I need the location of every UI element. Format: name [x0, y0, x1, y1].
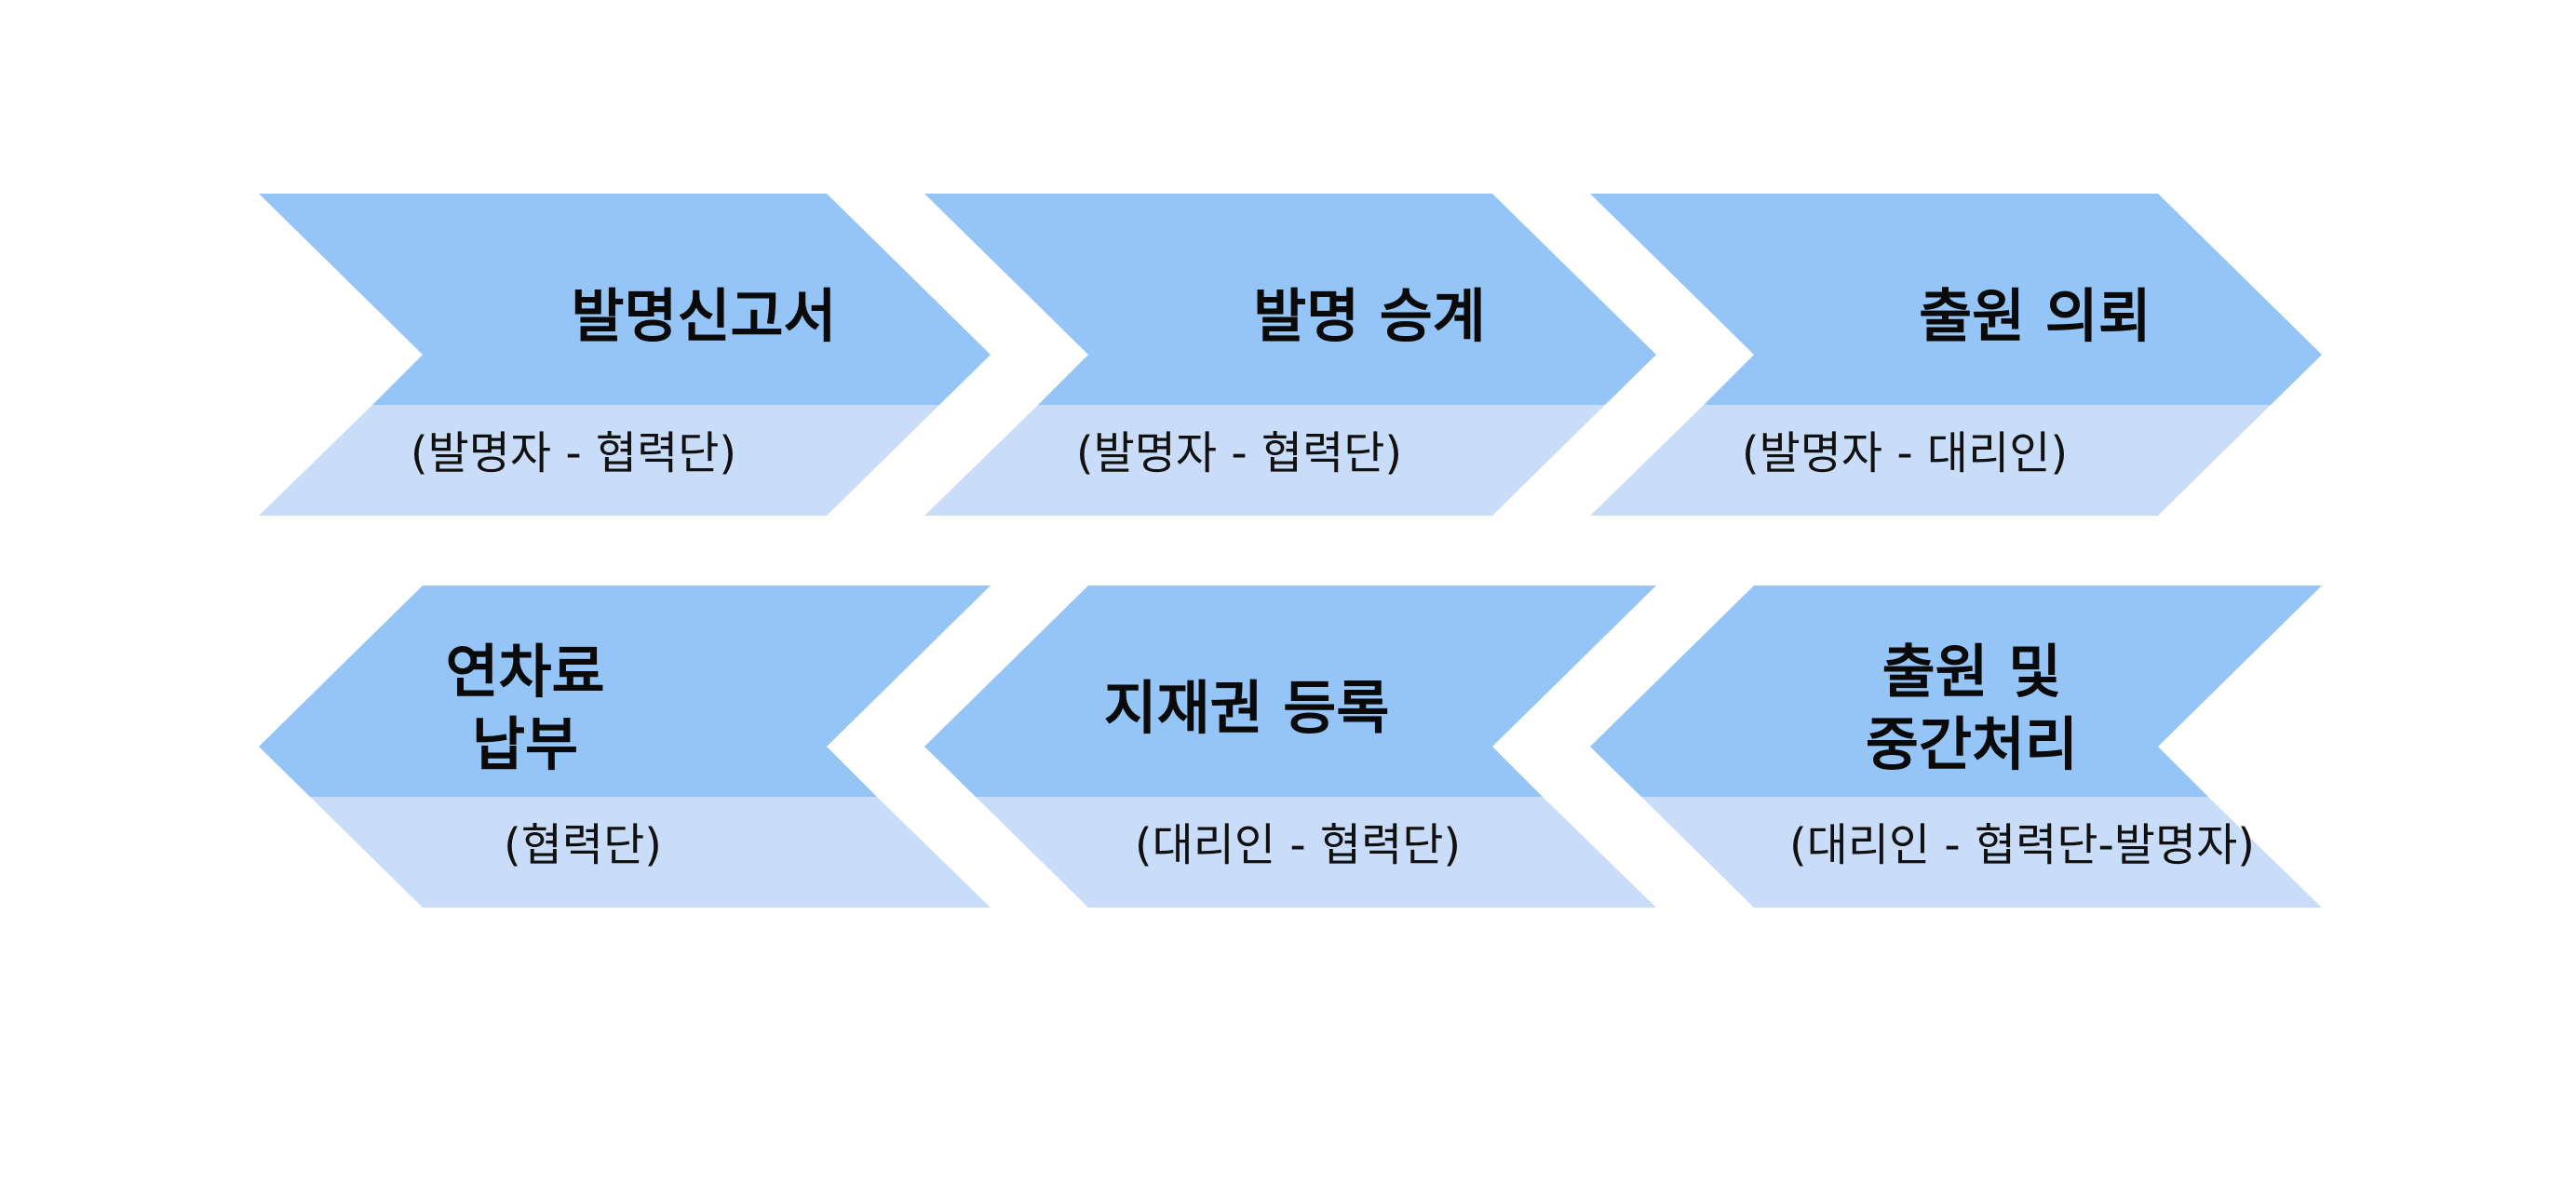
chevron-left-shape	[259, 586, 991, 908]
process-step-2: 발명 승계 (발명자 - 협력단)	[924, 194, 1660, 516]
step-subtitle: (대리인 - 협력단)	[1134, 819, 1462, 871]
step-subtitle: (협력단)	[504, 819, 662, 871]
step-subtitle: (발명자 - 협력단)	[1075, 427, 1403, 479]
chevron-right-shape	[924, 194, 1656, 516]
chevron-left-shape	[924, 586, 1656, 908]
process-step-1: 발명신고서 (발명자 - 협력단)	[259, 194, 994, 516]
process-step-4: 출원 및 중간처리 (대리인 - 협력단-발명자)	[1590, 586, 2326, 908]
step-subtitle: (대리인 - 협력단-발명자)	[1788, 819, 2256, 871]
chevron-right-shape	[259, 194, 991, 516]
step-title: 발명신고서	[571, 282, 837, 350]
process-step-6: 연차료 납부 (협력단)	[259, 586, 994, 908]
step-title: 출원 및 중간처리	[1865, 638, 2079, 778]
chevron-left-shape	[1590, 586, 2322, 908]
process-step-3: 출원 의뢰 (발명자 - 대리인)	[1590, 194, 2326, 516]
step-title: 연차료 납부	[445, 638, 605, 778]
chevron-right-shape	[1590, 194, 2322, 516]
step-subtitle: (발명자 - 협력단)	[410, 427, 737, 479]
step-title: 발명 승계	[1253, 282, 1486, 350]
step-title: 지재권 등록	[1103, 674, 1390, 742]
process-step-5: 지재권 등록 (대리인 - 협력단)	[924, 586, 1660, 908]
step-title: 출원 의뢰	[1919, 282, 2151, 350]
step-subtitle: (발명자 - 대리인)	[1741, 427, 2069, 479]
